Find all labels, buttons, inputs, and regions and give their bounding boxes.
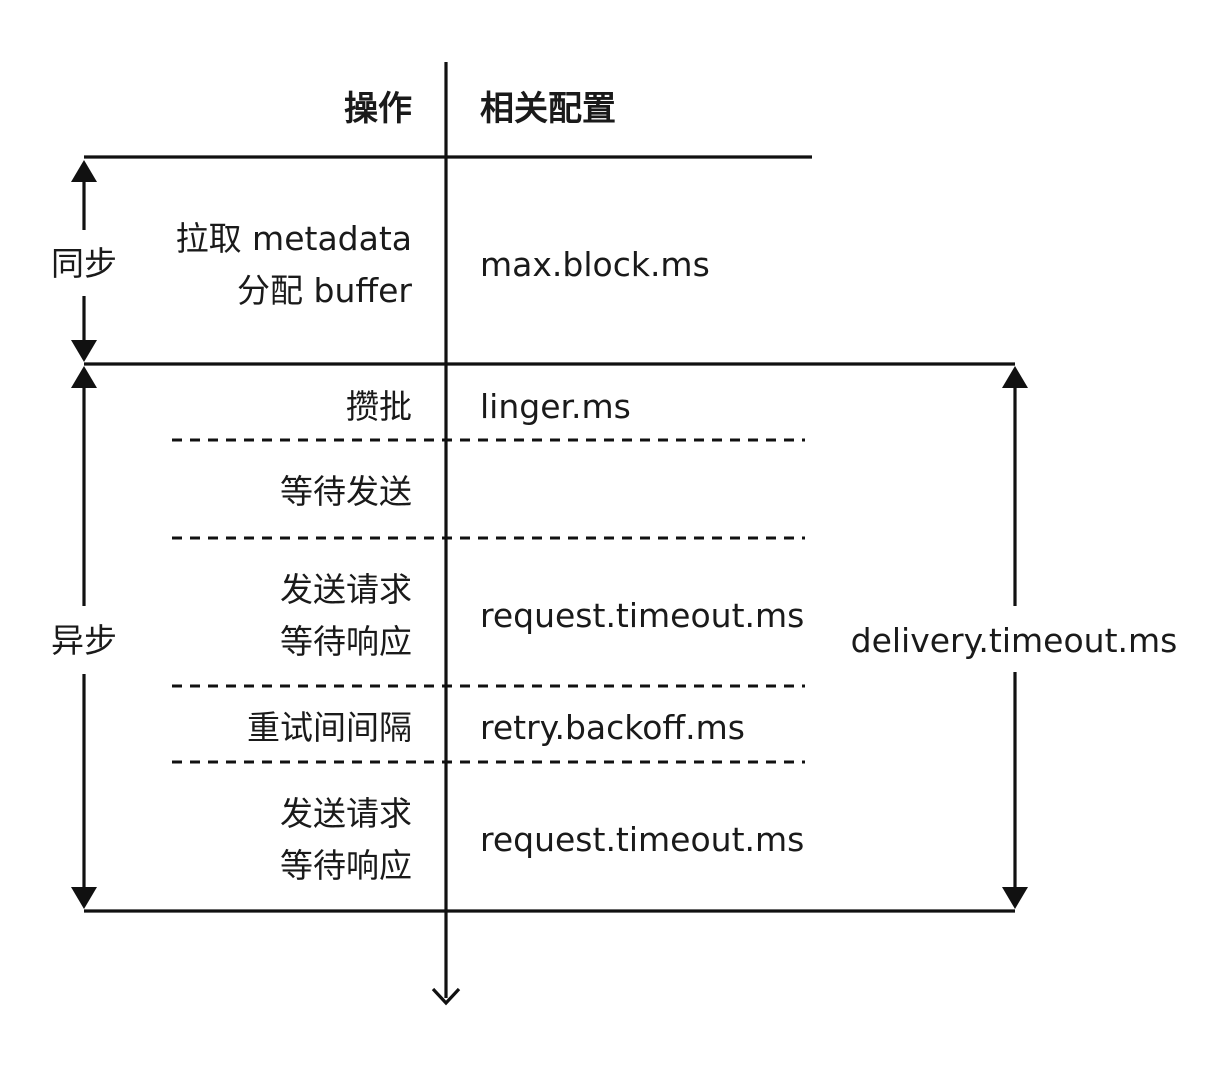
async-arrow-down <box>71 887 97 909</box>
async-arrow-up <box>71 366 97 388</box>
row-operation-line: 发送请求 <box>280 794 412 833</box>
row-config: max.block.ms <box>480 245 710 284</box>
row-operation-line: 等待响应 <box>280 622 412 661</box>
row-config: linger.ms <box>480 387 631 426</box>
sync-label: 同步 <box>51 244 117 283</box>
row-operation-line: 拉取 metadata <box>176 219 412 258</box>
sync-arrow-up <box>71 160 97 182</box>
delivery-arrow-up <box>1002 366 1028 388</box>
sync-arrow-down <box>71 340 97 362</box>
header-operation: 操作 <box>344 89 412 129</box>
header-config: 相关配置 <box>480 89 616 129</box>
row-operation-line: 等待响应 <box>280 846 412 885</box>
delivery-timeout-label: delivery.timeout.ms <box>851 621 1178 660</box>
async-label: 异步 <box>51 621 117 660</box>
time-axis-arrowhead <box>431 987 461 1006</box>
row-config: retry.backoff.ms <box>480 708 745 747</box>
row-operation-line: 发送请求 <box>280 570 412 609</box>
row-operation-line: 重试间间隔 <box>247 708 412 747</box>
row-config: request.timeout.ms <box>480 596 804 635</box>
row-operation-line: 分配 buffer <box>237 271 412 310</box>
delivery-arrow-down <box>1002 887 1028 909</box>
row-operation-line: 等待发送 <box>280 472 412 511</box>
row-operation-line: 攒批 <box>346 387 412 426</box>
row-config: request.timeout.ms <box>480 820 804 859</box>
